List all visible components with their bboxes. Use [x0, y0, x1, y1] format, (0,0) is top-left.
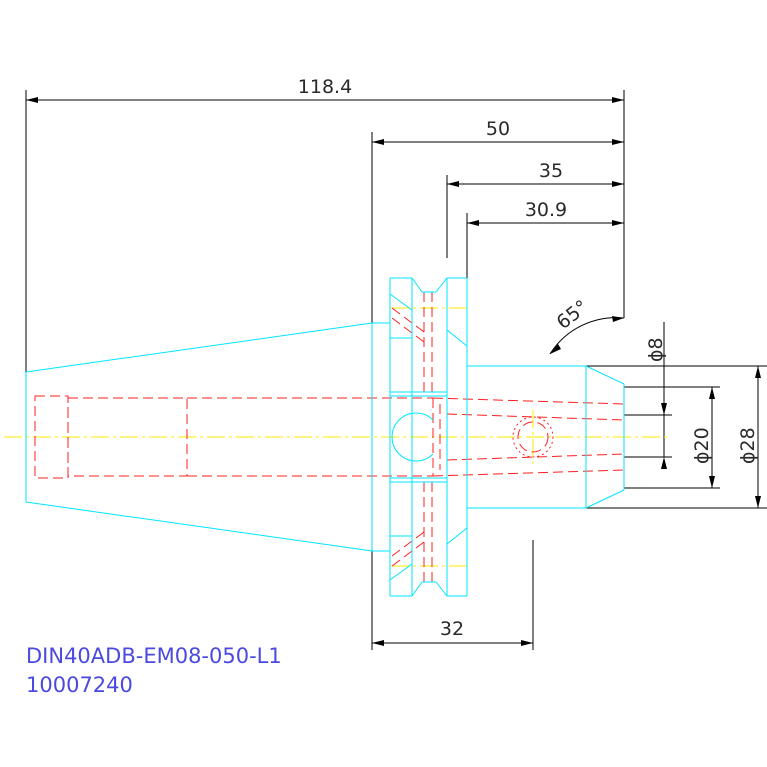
dim-diameter-28: ϕ28: [737, 427, 759, 464]
dim-length-30-9: 30.9: [525, 199, 567, 221]
dim-overall-length: 118.4: [298, 76, 352, 98]
dim-diameter-20: ϕ20: [691, 427, 713, 464]
centerlines: [4, 307, 668, 567]
dim-length-35: 35: [539, 160, 563, 182]
dim-length-32: 32: [440, 618, 464, 640]
dimension-lines: [25, 90, 767, 650]
dim-flange-to-end: 50: [486, 118, 510, 140]
part-number: DIN40ADB-EM08-050-L1: [26, 644, 282, 668]
dim-bore-diameter: ϕ8: [645, 337, 667, 362]
article-number: 10007240: [26, 673, 133, 697]
dim-angle: 65°: [553, 296, 593, 334]
tool-holder-outline: [25, 277, 625, 597]
hidden-lines: [34, 292, 625, 582]
